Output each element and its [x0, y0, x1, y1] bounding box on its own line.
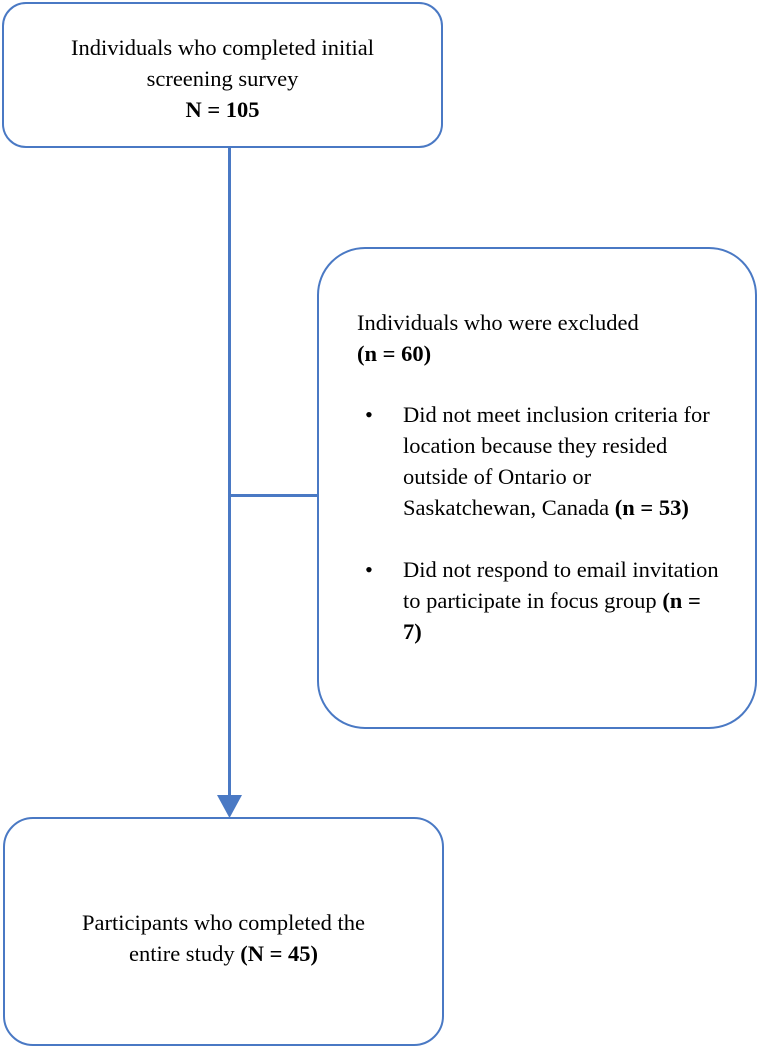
completed-line-2: entire study (N = 45) — [5, 938, 442, 969]
excluded-reason-item: • Did not respond to email invitation to… — [357, 554, 725, 647]
node-excluded-box: Individuals who were excluded (n = 60) •… — [317, 247, 757, 729]
completed-count: (N = 45) — [240, 941, 319, 966]
screening-line-1: Individuals who completed initial — [70, 35, 375, 60]
excluded-heading: Individuals who were excluded (n = 60) — [357, 307, 725, 369]
node-completed-box: Participants who completed the entire st… — [3, 817, 444, 1046]
arrowhead-down-icon — [217, 795, 242, 818]
screening-line-2: screening survey — [146, 66, 299, 91]
excluded-heading-text: Individuals who were excluded — [357, 310, 639, 335]
node-excluded-content: Individuals who were excluded (n = 60) •… — [357, 307, 725, 647]
completed-line-2-text: entire study — [128, 941, 241, 966]
excluded-reason-item: • Did not meet inclusion criteria for lo… — [357, 399, 725, 523]
excluded-reason-1-text: Did not meet inclusion criteria for loca… — [403, 402, 710, 520]
node-screening-text: Individuals who completed initial screen… — [4, 32, 441, 125]
excluded-reason-list: • Did not meet inclusion criteria for lo… — [357, 399, 725, 647]
bullet-dot-icon: • — [365, 557, 373, 582]
node-screening-box: Individuals who completed initial screen… — [2, 2, 443, 148]
screening-count: N = 105 — [185, 97, 260, 122]
excluded-reason-1-count: (n = 53) — [614, 495, 689, 520]
excluded-heading-count: (n = 60) — [357, 341, 432, 366]
completed-line-1: Participants who completed the — [81, 910, 366, 935]
bullet-dot-icon: • — [365, 402, 373, 427]
excluded-reason-2-count: (n = 7) — [403, 588, 701, 644]
node-completed-text: Participants who completed the entire st… — [5, 907, 442, 969]
excluded-reason-2-text: Did not respond to email invitation to p… — [403, 557, 719, 613]
